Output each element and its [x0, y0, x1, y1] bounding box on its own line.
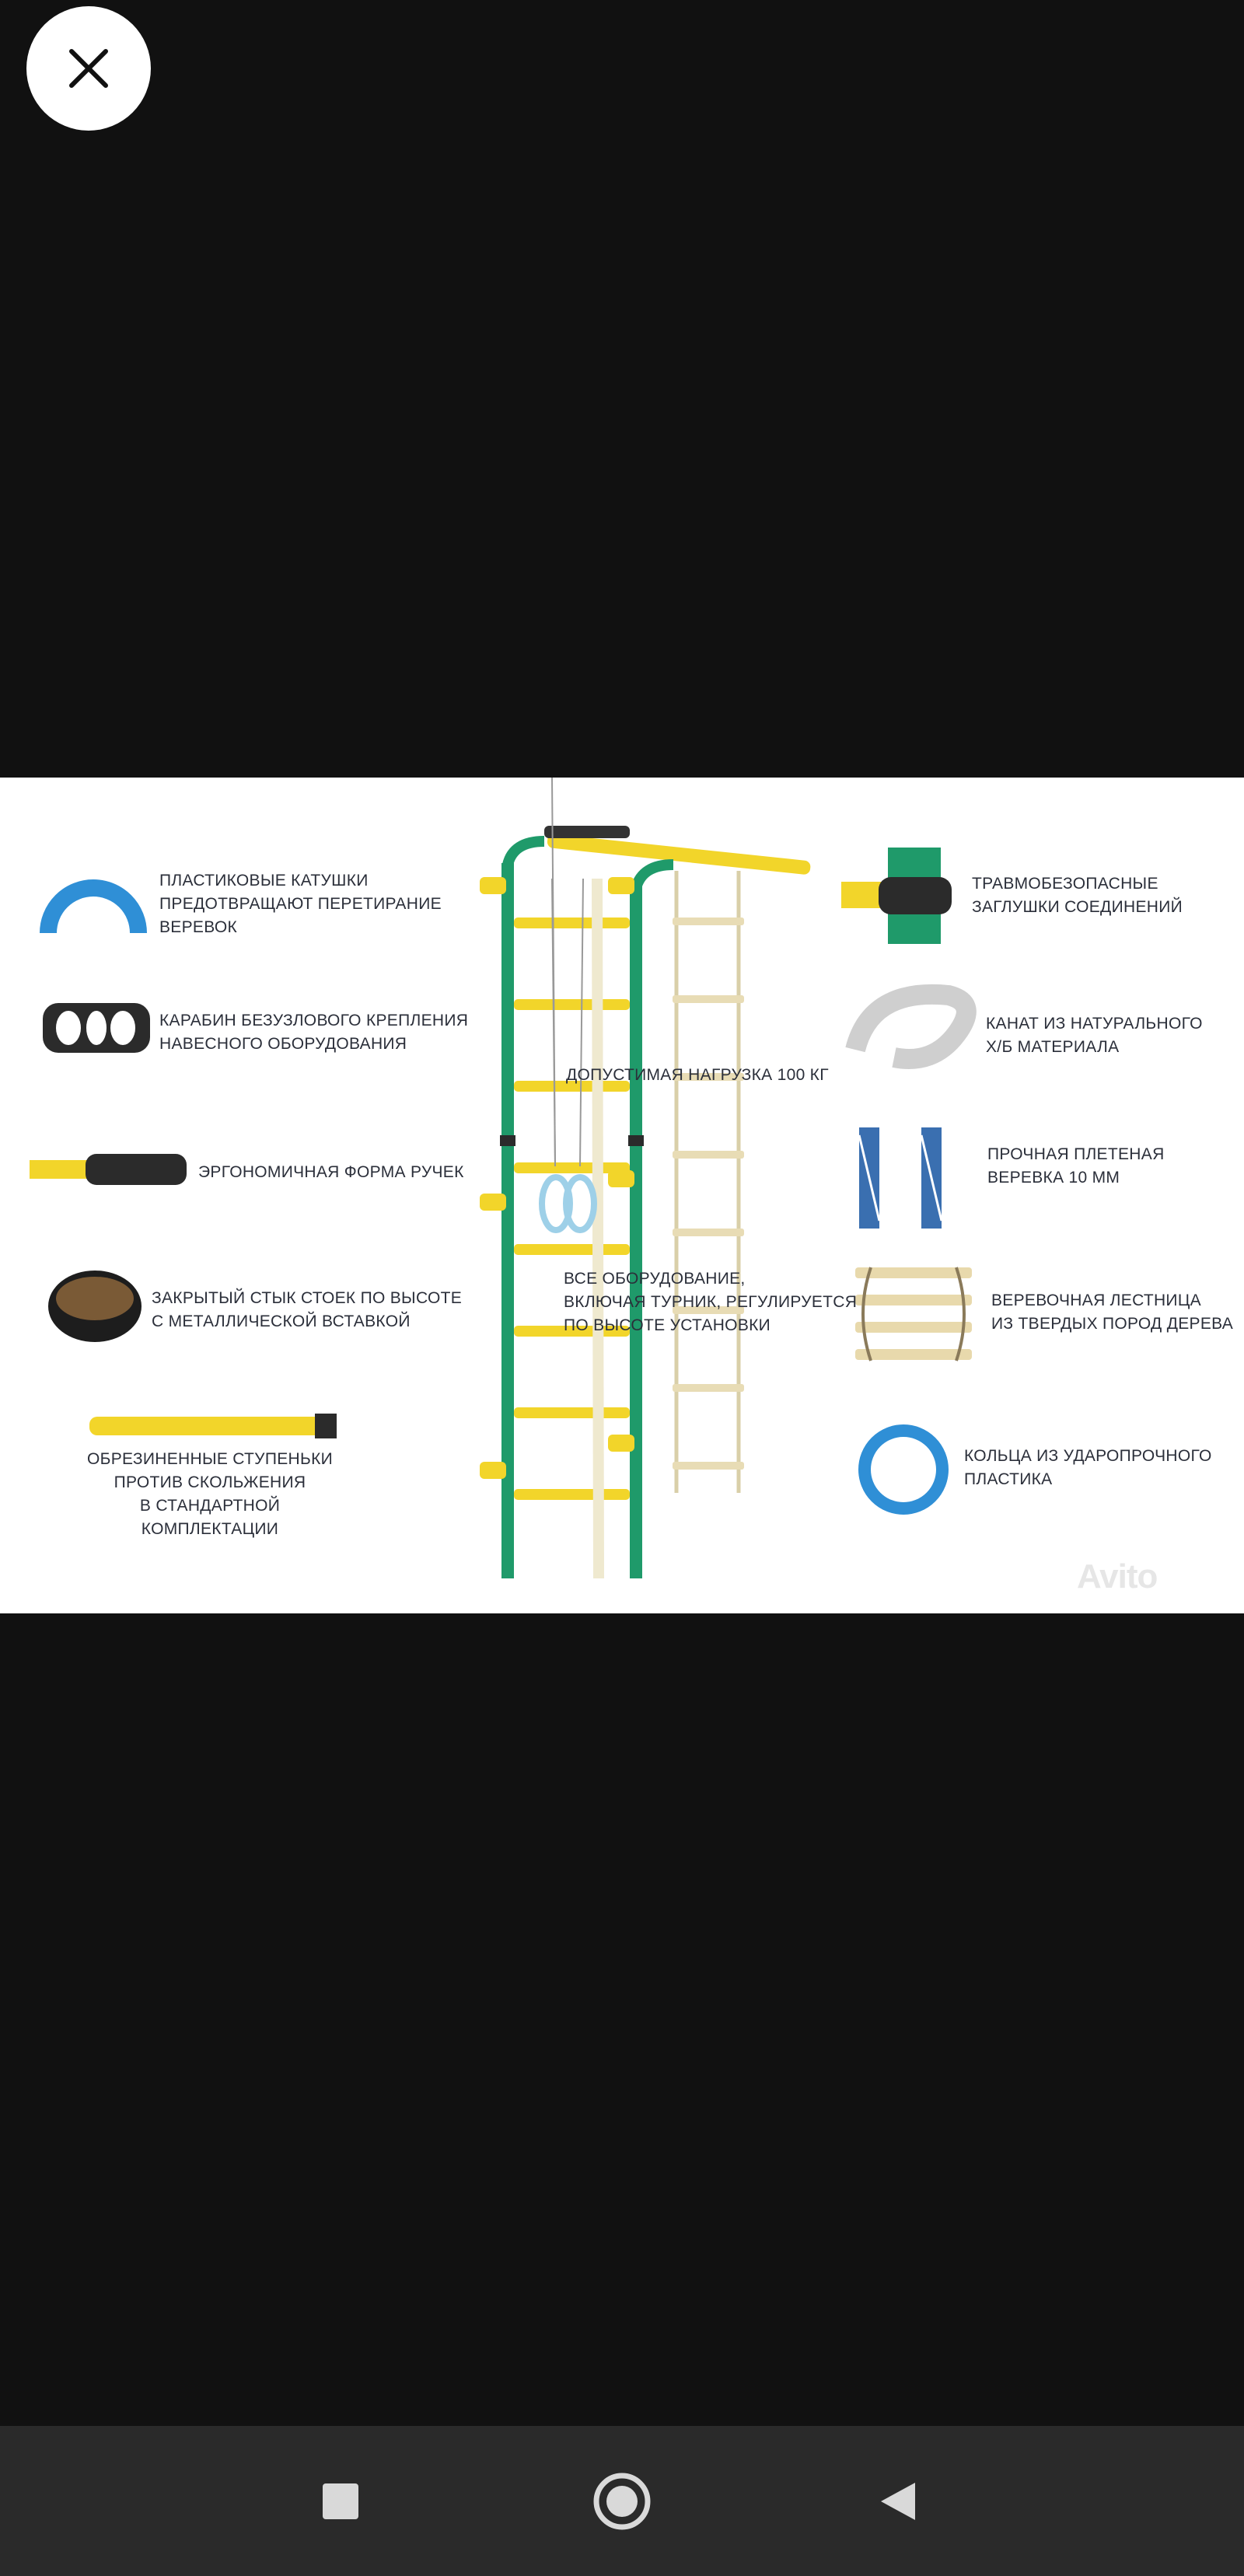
rubber-step-item [89, 1414, 337, 1438]
close-button[interactable] [26, 6, 151, 131]
caption-text: ЭРГОНОМИЧНАЯ ФОРМА РУЧЕК [198, 1163, 464, 1181]
caption-text: КОЛЬЦА ИЗ УДАРОПРОЧНОГО ПЛАСТИКА [964, 1447, 1212, 1488]
caption-text: ВЕРЕВОЧНАЯ ЛЕСТНИЦА ИЗ ТВЕРДЫХ ПОРОД ДЕР… [991, 1291, 1234, 1333]
caption-max-load: ДОПУСТИМАЯ НАГРУЗКА 100 кг [566, 1064, 829, 1087]
circle-icon [593, 2473, 651, 2529]
cotton-rope-item [845, 984, 977, 1069]
caption-text: ПЛАСТИКОВЫЕ КАТУШКИ ПРЕДОТВРАЩАЮТ ПЕРЕТИ… [159, 872, 442, 936]
wooden-ladder-item [855, 1267, 972, 1361]
caption-adjustable: ВСЕ ОБОРУДОВАНИЕ, ВКЛЮЧАЯ ТУРНИК, РЕГУЛИ… [564, 1267, 857, 1337]
wall-bars-illustration [30, 778, 977, 1579]
caption-rings: КОЛЬЦА ИЗ УДАРОПРОЧНОГО ПЛАСТИКА [964, 1445, 1212, 1491]
product-image: ПЛАСТИКОВЫЕ КАТУШКИ ПРЕДОТВРАЩАЮТ ПЕРЕТИ… [0, 778, 1244, 1613]
close-icon [69, 49, 108, 88]
caption-carabiner: КАРАБИН БЕЗУЗЛОВОГО КРЕПЛЕНИЯ НАВЕСНОГО … [159, 1009, 468, 1056]
caption-text: ТРАВМОБЕЗОПАСНЫЕ ЗАГЛУШКИ СОЕДИНЕНИЙ [972, 875, 1183, 916]
carabiner-item [43, 1003, 150, 1053]
caption-joint: ЗАКРЫТЫЙ СТЫК СТОЕК ПО ВЫСОТЕ С МЕТАЛЛИЧ… [152, 1287, 462, 1333]
wall-bars-frame [480, 778, 811, 1579]
caption-text: ДОПУСТИМАЯ НАГРУЗКА 100 кг [566, 1066, 829, 1084]
caption-text: КАНАТ ИЗ НАТУРАЛЬНОГО Х/Б МАТЕРИАЛА [986, 1015, 1203, 1056]
caption-text: ЗАКРЫТЫЙ СТЫК СТОЕК ПО ВЫСОТЕ С МЕТАЛЛИЧ… [152, 1289, 463, 1330]
back-button[interactable] [851, 2426, 945, 2576]
navigation-bar [0, 2426, 1244, 2576]
caption-safe-caps: ТРАВМОБЕЗОПАСНЫЕ ЗАГЛУШКИ СОЕДИНЕНИЙ [972, 872, 1183, 919]
square-icon [323, 2483, 358, 2519]
caption-handles: ЭРГОНОМИЧНАЯ ФОРМА РУЧЕК [198, 1161, 464, 1184]
recents-button[interactable] [294, 2426, 387, 2576]
caption-text: ПРОЧНАЯ ПЛЕТЕНАЯ ВЕРЕВКА 10 мм [987, 1145, 1165, 1187]
plastic-coil-item [40, 879, 147, 934]
caption-steps: ОБРЕЗИНЕННЫЕ СТУПЕНЬКИ ПРОТИВ СКОЛЬЖЕНИЯ… [82, 1448, 338, 1541]
braided-rope-item [858, 1127, 943, 1229]
watermark: Avito [1077, 1557, 1158, 1596]
caption-text: КАРАБИН БЕЗУЗЛОВОГО КРЕПЛЕНИЯ НАВЕСНОГО … [159, 1012, 469, 1053]
caption-braided-rope: ПРОЧНАЯ ПЛЕТЕНАЯ ВЕРЕВКА 10 мм [987, 1143, 1165, 1190]
caption-rope-ladder: ВЕРЕВОЧНАЯ ЛЕСТНИЦА ИЗ ТВЕРДЫХ ПОРОД ДЕР… [991, 1289, 1233, 1336]
caption-text: ОБРЕЗИНЕННЫЕ СТУПЕНЬКИ ПРОТИВ СКОЛЬЖЕНИЯ… [87, 1450, 333, 1538]
home-button[interactable] [575, 2426, 669, 2576]
safe-cap-item [841, 848, 952, 944]
handle-item [30, 1154, 187, 1185]
caption-plastic-coils: ПЛАСТИКОВЫЕ КАТУШКИ ПРЕДОТВРАЩАЮТ ПЕРЕТИ… [159, 869, 442, 939]
joint-ring-item [48, 1271, 142, 1342]
back-triangle-icon [881, 2482, 915, 2520]
ring-item [858, 1424, 949, 1515]
caption-cotton-rope: КАНАТ ИЗ НАТУРАЛЬНОГО Х/Б МАТЕРИАЛА [986, 1012, 1203, 1059]
caption-text: ВСЕ ОБОРУДОВАНИЕ, ВКЛЮЧАЯ ТУРНИК, РЕГУЛИ… [564, 1270, 858, 1334]
